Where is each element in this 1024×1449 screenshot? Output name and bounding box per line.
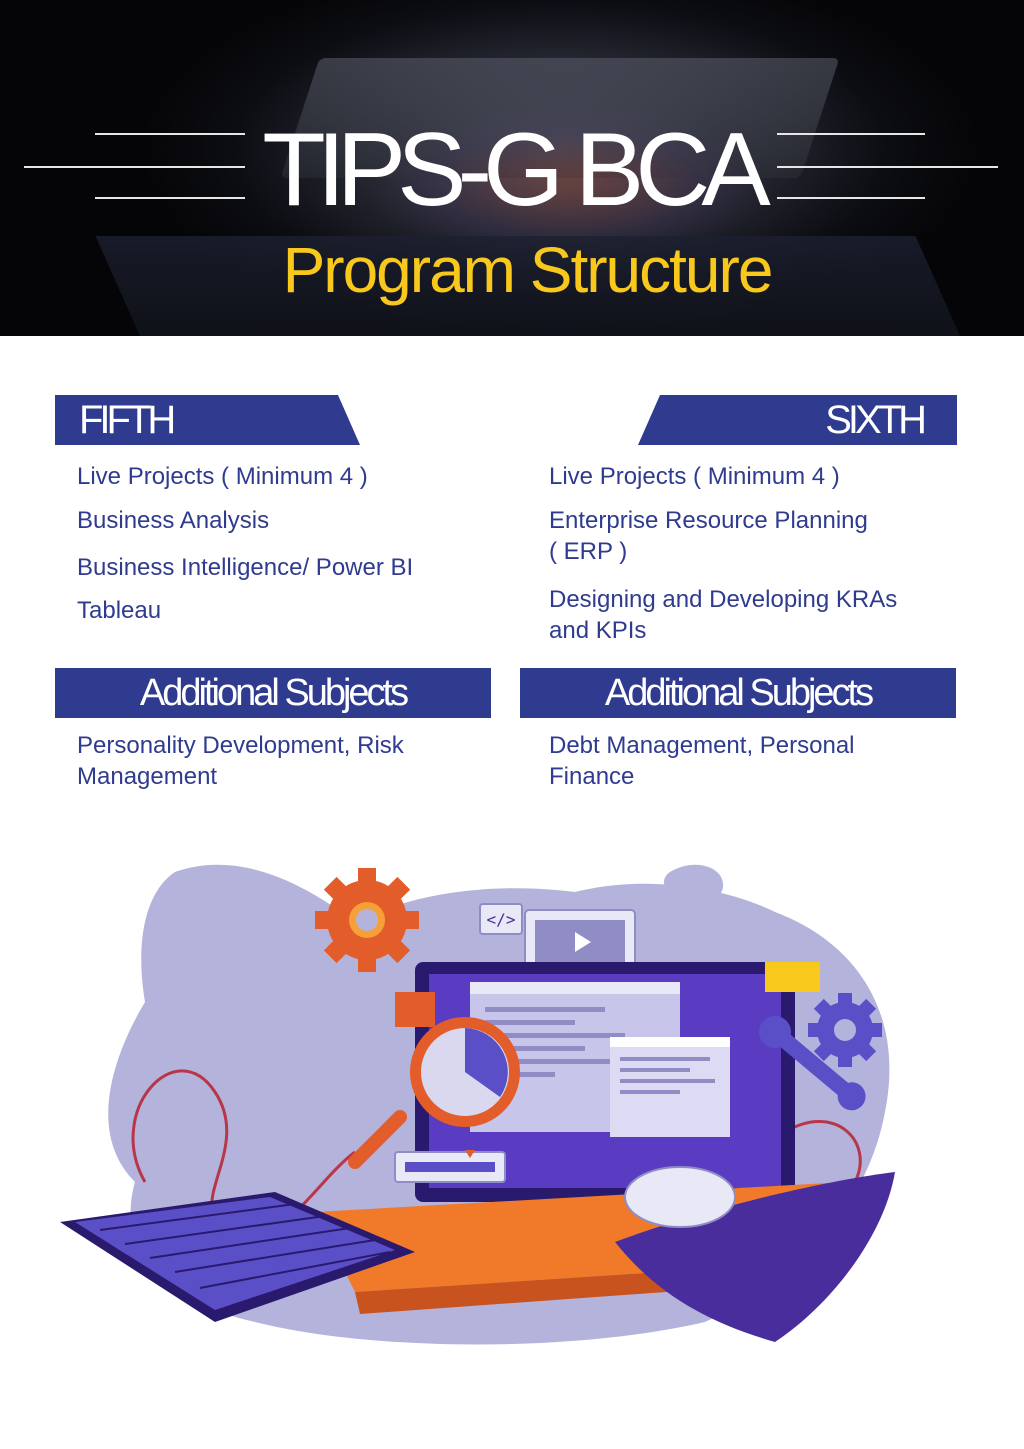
decor-rule	[95, 197, 245, 199]
decor-tag	[765, 962, 820, 992]
page-title: TIPS-G BCA	[262, 112, 770, 228]
fifth-additional-subjects: Management	[77, 763, 218, 790]
computer-illustration: </>	[60, 864, 895, 1345]
sixth-additional-heading: Additional Subjects	[520, 668, 956, 718]
fifth-item: Business Analysis	[77, 507, 270, 534]
gear-icon	[808, 993, 882, 1067]
background-blob	[663, 864, 724, 905]
sixth-item: and KPIs	[549, 617, 647, 644]
sixth-item: Live Projects ( Minimum 4 )	[549, 463, 840, 490]
sixth-semester-heading: SIXTH SEMESTER	[638, 395, 957, 445]
header-banner: TIPS-G BCA Program Structure	[0, 0, 1024, 336]
decor-rule	[777, 133, 925, 135]
decor-tag	[395, 992, 435, 1027]
page-subtitle: Program Structure	[282, 234, 774, 306]
progress-widget	[394, 1150, 506, 1183]
sixth-item: ( ERP )	[549, 538, 628, 565]
fifth-item: Tableau	[77, 597, 162, 624]
decor-rule	[24, 166, 245, 168]
play-icon	[575, 932, 591, 952]
wrench-icon	[759, 1016, 866, 1111]
screen-glow-decoration	[380, 110, 760, 260]
gear-icon	[315, 868, 419, 972]
decor-rule	[777, 197, 925, 199]
sixth-additional-subjects: Finance	[549, 763, 635, 790]
mouse	[624, 1166, 736, 1228]
mouse-pad	[615, 1172, 895, 1342]
keyboard	[60, 1192, 415, 1322]
sixth-item: Enterprise Resource Planning	[549, 507, 868, 534]
fifth-item: Live Projects ( Minimum 4 )	[77, 463, 368, 490]
fifth-semester-heading: FIFTH SEMESTER	[55, 395, 360, 445]
decor-rule	[95, 133, 245, 135]
fifth-additional-heading: Additional Subjects	[55, 668, 491, 718]
decor-rule	[777, 166, 998, 168]
fifth-additional-subjects: Personality Development, Risk	[77, 732, 404, 759]
magnifier-icon	[348, 1017, 520, 1169]
code-tag-icon: </>	[479, 903, 523, 935]
svg-text:</>: </>	[487, 910, 516, 929]
sixth-additional-subjects: Debt Management, Personal	[549, 732, 855, 759]
sixth-item: Designing and Developing KRAs	[549, 586, 898, 613]
fifth-item: Business Intelligence/ Power BI	[77, 554, 414, 581]
